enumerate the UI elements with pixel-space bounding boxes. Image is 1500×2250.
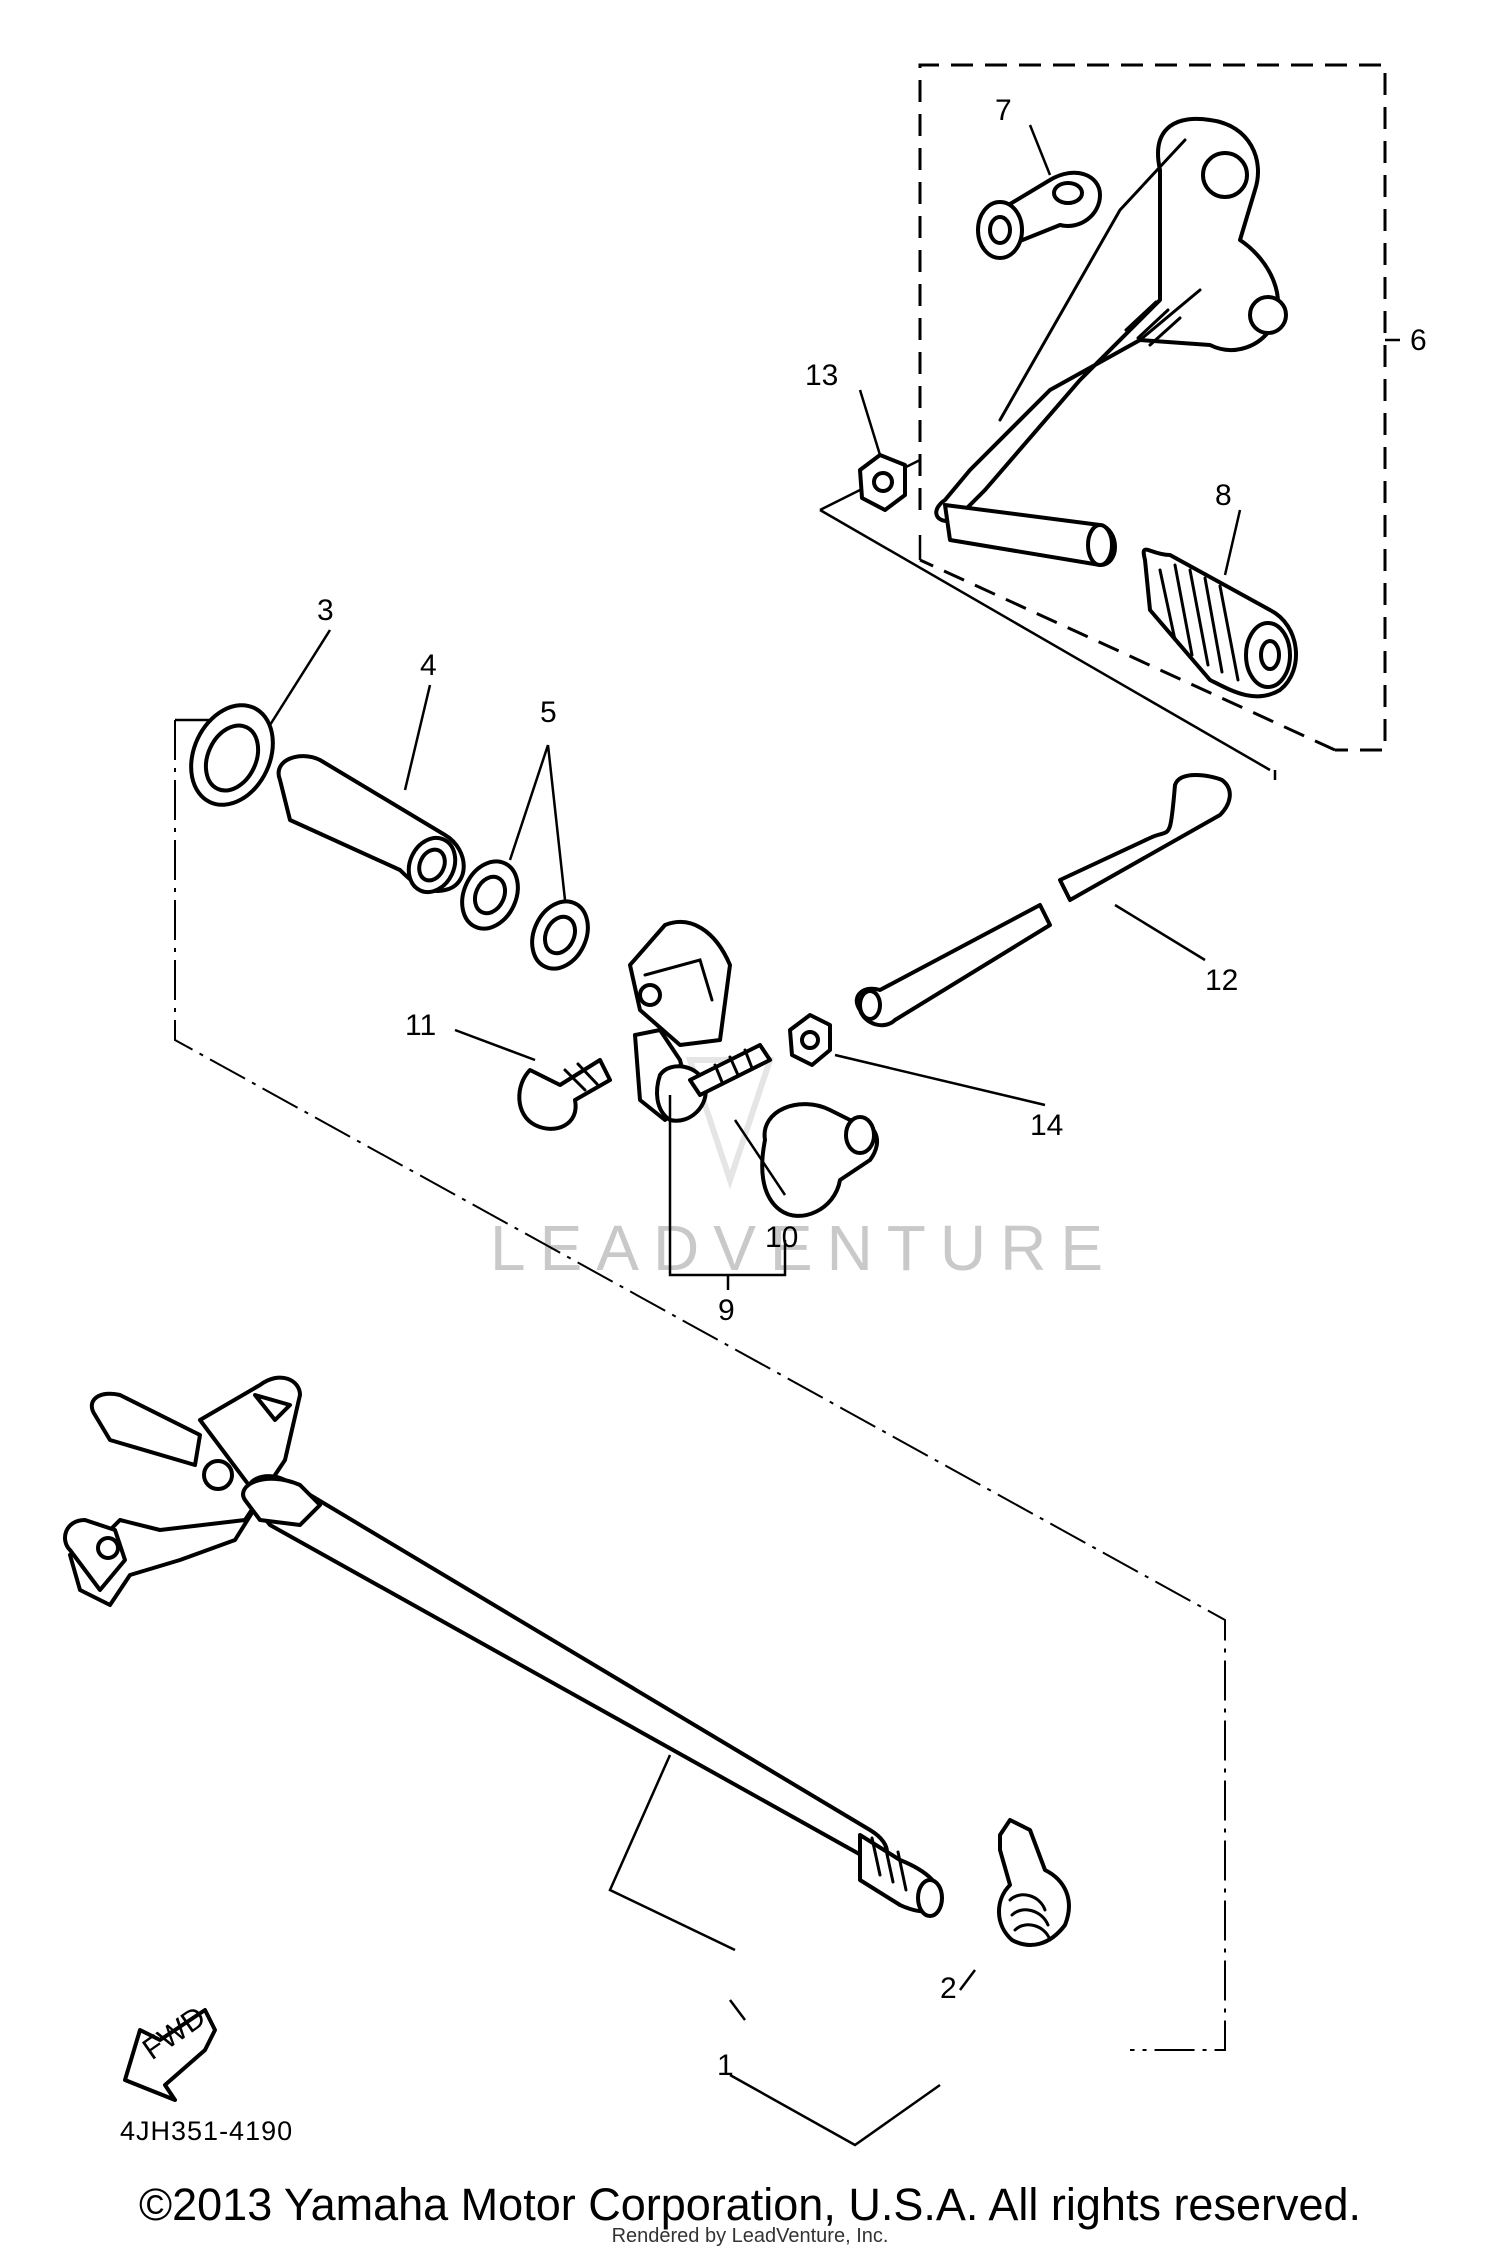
bearings-part-5 [460, 859, 590, 971]
label-3: 3 [317, 594, 334, 627]
label-1: 1 [717, 2049, 734, 2082]
leader-lines [268, 124, 1242, 2147]
nut-part-14 [788, 1013, 832, 1067]
copyright-notice: ©2013 Yamaha Motor Corporation, U.S.A. A… [138, 2179, 1362, 2230]
label-12: 12 [1205, 964, 1238, 997]
nut-part-13 [858, 453, 907, 512]
spring-part-2 [997, 1818, 1071, 1947]
label-10: 10 [765, 1221, 798, 1254]
upper-assembly-bracket [174, 718, 1277, 2051]
shift-rod-part-12 [854, 773, 1232, 1028]
label-6: 6 [1410, 324, 1427, 357]
fwd-arrow-icon: FWD [123, 2000, 217, 2102]
rubber-part-8 [1141, 547, 1298, 699]
label-9: 9 [718, 1294, 735, 1327]
assembly-6-bracket [819, 63, 1400, 772]
collar-part-4 [276, 754, 466, 895]
oil-seal-part-3 [189, 703, 275, 807]
label-14: 14 [1030, 1109, 1063, 1142]
assembly-9-bracket [668, 1095, 787, 1290]
part-labels: 1 2 3 4 5 6 7 8 9 10 11 12 13 14 [317, 94, 1427, 2082]
label-7: 7 [995, 94, 1012, 127]
label-8: 8 [1215, 479, 1232, 512]
label-13: 13 [805, 359, 838, 392]
cap-part-10 [760, 1102, 880, 1218]
shift-pedal [934, 116, 1288, 567]
watermark: LEADVENTURE [490, 1212, 1117, 1284]
label-4: 4 [420, 649, 437, 682]
label-5: 5 [540, 696, 557, 729]
label-11: 11 [405, 1009, 436, 1042]
shift-arm-part-9 [517, 919, 772, 1131]
shift-shaft-part-1 [63, 1375, 944, 1918]
pivot-bolt-part-7 [976, 170, 1102, 260]
label-2: 2 [940, 1972, 957, 2005]
rendered-by-notice: Rendered by LeadVenture, Inc. [611, 2225, 889, 2247]
diagram-code: 4JH351-4190 [120, 2116, 293, 2146]
